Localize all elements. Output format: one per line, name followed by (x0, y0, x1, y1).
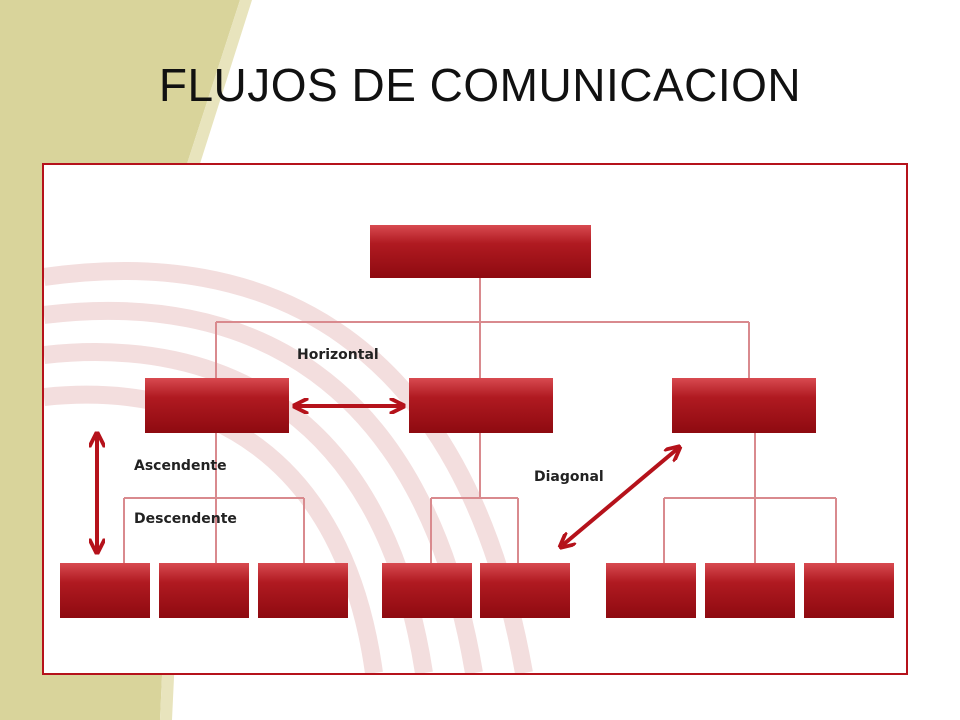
level1-box-left (145, 378, 289, 433)
connector-lines (123, 278, 837, 563)
org-boxes (60, 225, 894, 618)
level2-box-6 (606, 563, 696, 618)
flow-arrows (97, 406, 676, 548)
level2-box-4 (382, 563, 472, 618)
label-descendente: Descendente (134, 511, 237, 527)
slide-title: FLUJOS DE COMUNICACION (158, 59, 802, 111)
level2-box-7 (705, 563, 795, 618)
level2-box-8 (804, 563, 894, 618)
level2-box-1 (60, 563, 150, 618)
label-diagonal: Diagonal (534, 469, 604, 485)
root-box (370, 225, 591, 278)
diagonal-arrow (564, 450, 676, 544)
org-chart-frame: Horizontal Ascendente Descendente Diagon… (42, 163, 908, 675)
arc-1 (44, 262, 533, 673)
level1-box-middle (409, 378, 553, 433)
label-ascendente: Ascendente (134, 458, 227, 474)
level2-box-3 (258, 563, 348, 618)
level2-box-5 (480, 563, 570, 618)
level1-box-right (672, 378, 816, 433)
arc-4 (44, 385, 383, 673)
label-horizontal: Horizontal (297, 347, 379, 363)
org-chart-diagram: Horizontal Ascendente Descendente Diagon… (44, 225, 894, 673)
arc-2 (44, 301, 483, 673)
level2-box-2 (159, 563, 249, 618)
